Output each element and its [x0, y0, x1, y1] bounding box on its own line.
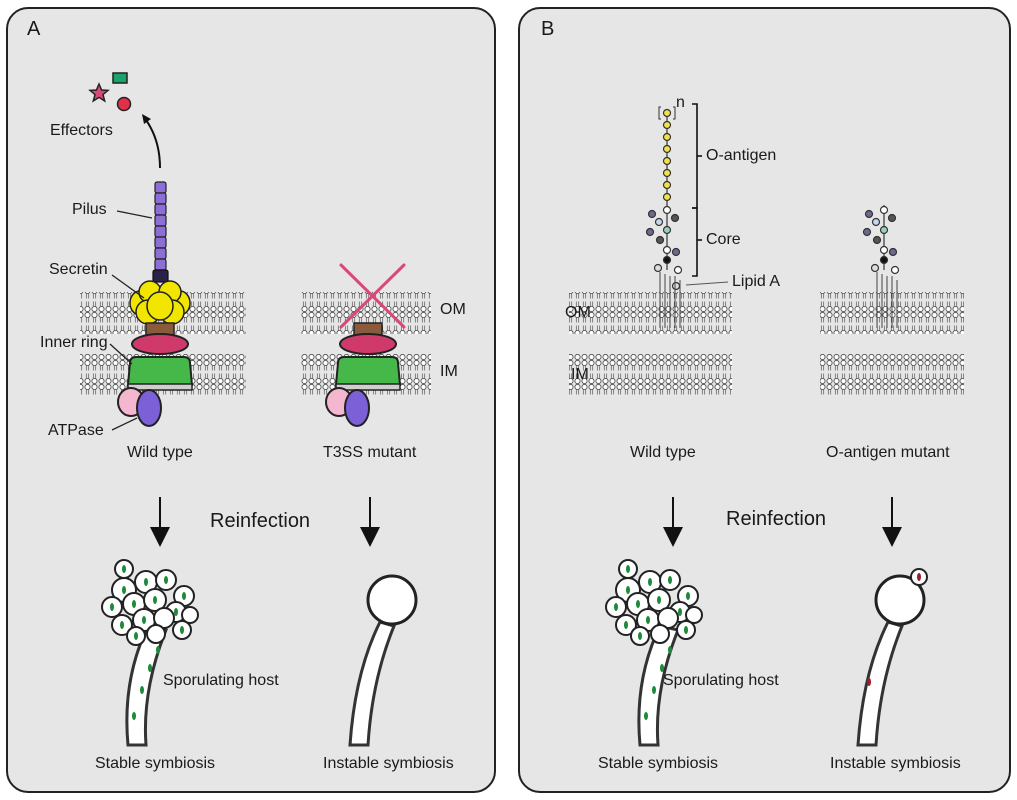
lps-wild-type: [645, 106, 683, 328]
label-om-a: OM: [440, 301, 466, 318]
label-core: Core: [706, 231, 741, 248]
label-sporulating-b: Sporulating host: [663, 672, 779, 689]
secretin: [129, 280, 191, 325]
pilus: [152, 181, 169, 283]
inner-ring: [131, 333, 189, 355]
label-stable-a: Stable symbiosis: [95, 755, 216, 772]
cross-icon: [339, 263, 406, 329]
label-effectors: Effectors: [50, 122, 113, 139]
label-instable-a: Instable symbiosis: [323, 755, 454, 772]
sporulating-host-a: [101, 559, 199, 747]
label-atpase: ATPase: [48, 422, 104, 439]
label-stable-b: Stable symbiosis: [598, 755, 719, 772]
lps-mutant: [862, 205, 900, 328]
panel-b: [518, 7, 1011, 793]
label-mutant-a: T3SS mutant: [323, 444, 417, 461]
label-im-b: IM: [571, 366, 589, 383]
label-instable-b: Instable symbiosis: [830, 755, 961, 772]
label-secretin: Secretin: [49, 261, 108, 278]
label-wild-type-a: Wild type: [127, 444, 193, 461]
instable-host-b: [856, 568, 928, 747]
label-reinfection-a: Reinfection: [210, 510, 311, 532]
panel-a: [6, 7, 496, 793]
inner-membrane-ring: [126, 356, 194, 386]
star-icon: [88, 82, 110, 103]
label-om-b: OM: [565, 304, 591, 321]
atpase: [136, 389, 162, 427]
label-inner-ring: Inner ring: [40, 334, 108, 351]
label-pilus: Pilus: [72, 201, 107, 218]
label-im-a: IM: [440, 363, 458, 380]
label-sporulating-a: Sporulating host: [163, 672, 279, 689]
label-reinfection-b: Reinfection: [726, 508, 827, 530]
circle-icon: [116, 96, 132, 112]
instable-host-a: [348, 574, 418, 747]
label-wild-type-b: Wild type: [630, 444, 696, 461]
label-lipid-a: Lipid A: [732, 273, 781, 290]
sporulating-host-b: [605, 559, 703, 747]
label-n: n: [676, 94, 685, 111]
panel-b-letter: B: [541, 18, 555, 40]
panel-a-letter: A: [27, 18, 41, 40]
label-mutant-b: O-antigen mutant: [826, 444, 950, 461]
label-o-antigen: O-antigen: [706, 147, 777, 164]
square-icon: [112, 72, 128, 84]
